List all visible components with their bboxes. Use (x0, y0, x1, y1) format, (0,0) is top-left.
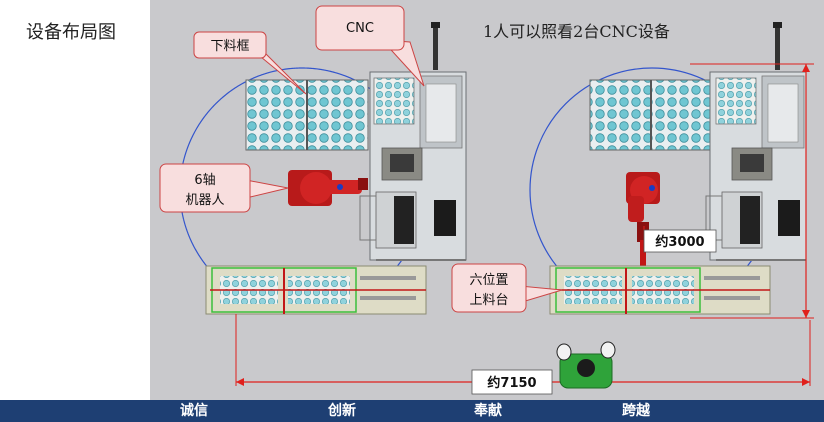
callout-cnc: CNC (315, 5, 425, 87)
page-title: 设备布局图 (26, 22, 116, 43)
footer-slogan-integrity: 诚信 (180, 403, 208, 419)
dimension-width-label: 约7150 (487, 375, 536, 391)
header-note: 1人可以照看2台CNC设备 (483, 22, 670, 41)
footer-slogan-dedication: 奉献 (474, 403, 502, 419)
antenna-icon (773, 22, 782, 70)
callout-unload-frame-text: 下料框 (210, 39, 249, 54)
load-table-right (549, 265, 771, 315)
footer-slogan-innovation: 创新 (328, 403, 356, 419)
layout-canvas: 1人可以照看2台CNC设备 (150, 0, 824, 400)
dimension-depth-label: 约3000 (655, 234, 704, 250)
callout-unload-frame: 下料框 (193, 31, 307, 95)
dimension-depth: 约3000 (643, 63, 814, 319)
callout-load-table-line2: 上料台 (469, 293, 508, 308)
callout-load-table-line1: 六位置 (469, 273, 508, 288)
callout-robot: 6轴 机器人 (159, 163, 289, 213)
operator-icon (556, 341, 616, 389)
unload-frame-right (589, 79, 713, 151)
layout-diagram: 1人可以照看2台CNC设备 (159, 5, 814, 395)
antenna-icon (431, 22, 440, 70)
callout-cnc-text: CNC (346, 21, 374, 36)
load-table-left (205, 265, 427, 315)
dimension-width: 约7150 (235, 314, 811, 395)
callout-robot-line2: 机器人 (185, 193, 224, 208)
footer-bar: 诚信 创新 奉献 跨越 (0, 400, 824, 422)
cnc-machine-left (359, 71, 467, 261)
callout-load-table: 六位置 上料台 (451, 263, 563, 313)
cnc-machine-right (705, 71, 807, 261)
left-cell (179, 22, 467, 315)
dimension-width-label-box (471, 369, 553, 395)
robot-arm-icon (288, 170, 368, 206)
footer-slogan-leap: 跨越 (622, 403, 650, 419)
right-cell (529, 22, 807, 315)
unload-frame-left (245, 79, 369, 151)
dimension-depth-label-box (643, 229, 717, 253)
callout-robot-line1: 6轴 (194, 173, 215, 188)
